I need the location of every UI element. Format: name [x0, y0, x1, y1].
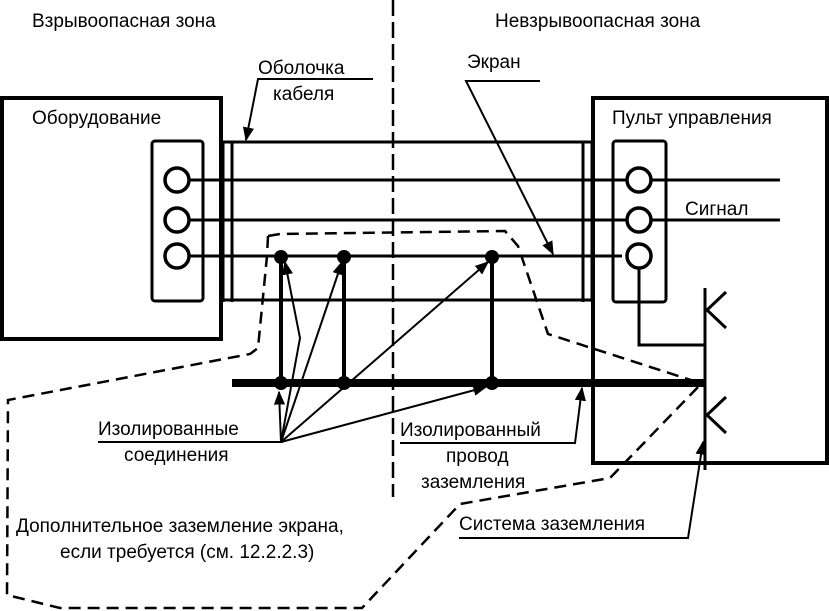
equipment-terminal-1	[163, 166, 191, 194]
leader-4	[280, 261, 490, 443]
panel-terminal-1	[625, 166, 653, 194]
junction-dot	[337, 250, 351, 264]
control-panel-block: Пульт управления Сигнал	[591, 96, 829, 470]
panel-terminal-3	[625, 242, 653, 270]
screen-callout: Экран	[464, 52, 554, 256]
additional-grounding-label-line1: Дополнительное заземление экрана,	[16, 516, 344, 537]
insulated-connections-label-line1: Изолированные	[98, 419, 239, 440]
insulated-wire-label-line1: Изолированный	[400, 420, 541, 441]
junction-dot	[337, 376, 351, 390]
grounding-system-callout: Система заземления	[459, 440, 707, 539]
equipment-terminal-3	[163, 242, 191, 270]
conductors	[189, 178, 780, 258]
leader-1	[273, 390, 286, 443]
grounding-system-leader	[459, 440, 707, 539]
signal-label: Сигнал	[685, 199, 748, 220]
screen-label: Экран	[467, 52, 521, 73]
leader-3	[280, 260, 344, 443]
insulated-connections-callout: Изолированные соединения	[98, 260, 490, 466]
earth-symbol-1	[704, 290, 728, 330]
insulated-connections-label-line2: соединения	[124, 445, 229, 466]
cable-sheath-leader	[242, 78, 373, 142]
leader-5	[280, 384, 488, 443]
control-panel-label: Пульт управления	[612, 108, 772, 129]
grounding-system-label: Система заземления	[459, 514, 645, 535]
equipment-terminal-2	[163, 206, 191, 234]
control-panel-box	[591, 96, 829, 465]
insulated-wire-label-line3: заземления	[421, 472, 525, 493]
junction-dot	[274, 376, 288, 390]
panel-terminal-2	[625, 206, 653, 234]
screen-leader	[464, 80, 554, 256]
additional-grounding-label-line2: если требуется (см. 12.2.2.3)	[60, 542, 314, 563]
equipment-label: Оборудование	[32, 108, 161, 129]
insulated-connections	[274, 250, 499, 390]
hazardous-zone-title: Взрывоопасная зона	[32, 11, 216, 32]
additional-screen-grounding-path-top	[267, 229, 701, 385]
junction-dot	[485, 250, 499, 264]
insulated-wire-callout: Изолированный провод заземления	[400, 386, 586, 493]
insulated-wire-leader	[400, 386, 586, 444]
cable-sheath-label-line1: Оболочка	[258, 58, 345, 79]
leader-2	[280, 260, 302, 443]
panel-ground-wire	[637, 268, 705, 347]
cable-sheath-callout: Оболочка кабеля	[242, 58, 373, 142]
junction-dot	[485, 376, 499, 390]
non-hazardous-zone-title: Невзрывоопасная зона	[495, 11, 701, 32]
cable-sheath-label-line2: кабеля	[273, 84, 334, 105]
earth-symbol-2	[704, 395, 728, 435]
additional-screen-grounding-path	[5, 235, 701, 610]
equipment-block: Оборудование	[0, 96, 223, 341]
junction-dot	[274, 250, 288, 264]
insulated-wire-label-line2: провод	[446, 446, 509, 467]
